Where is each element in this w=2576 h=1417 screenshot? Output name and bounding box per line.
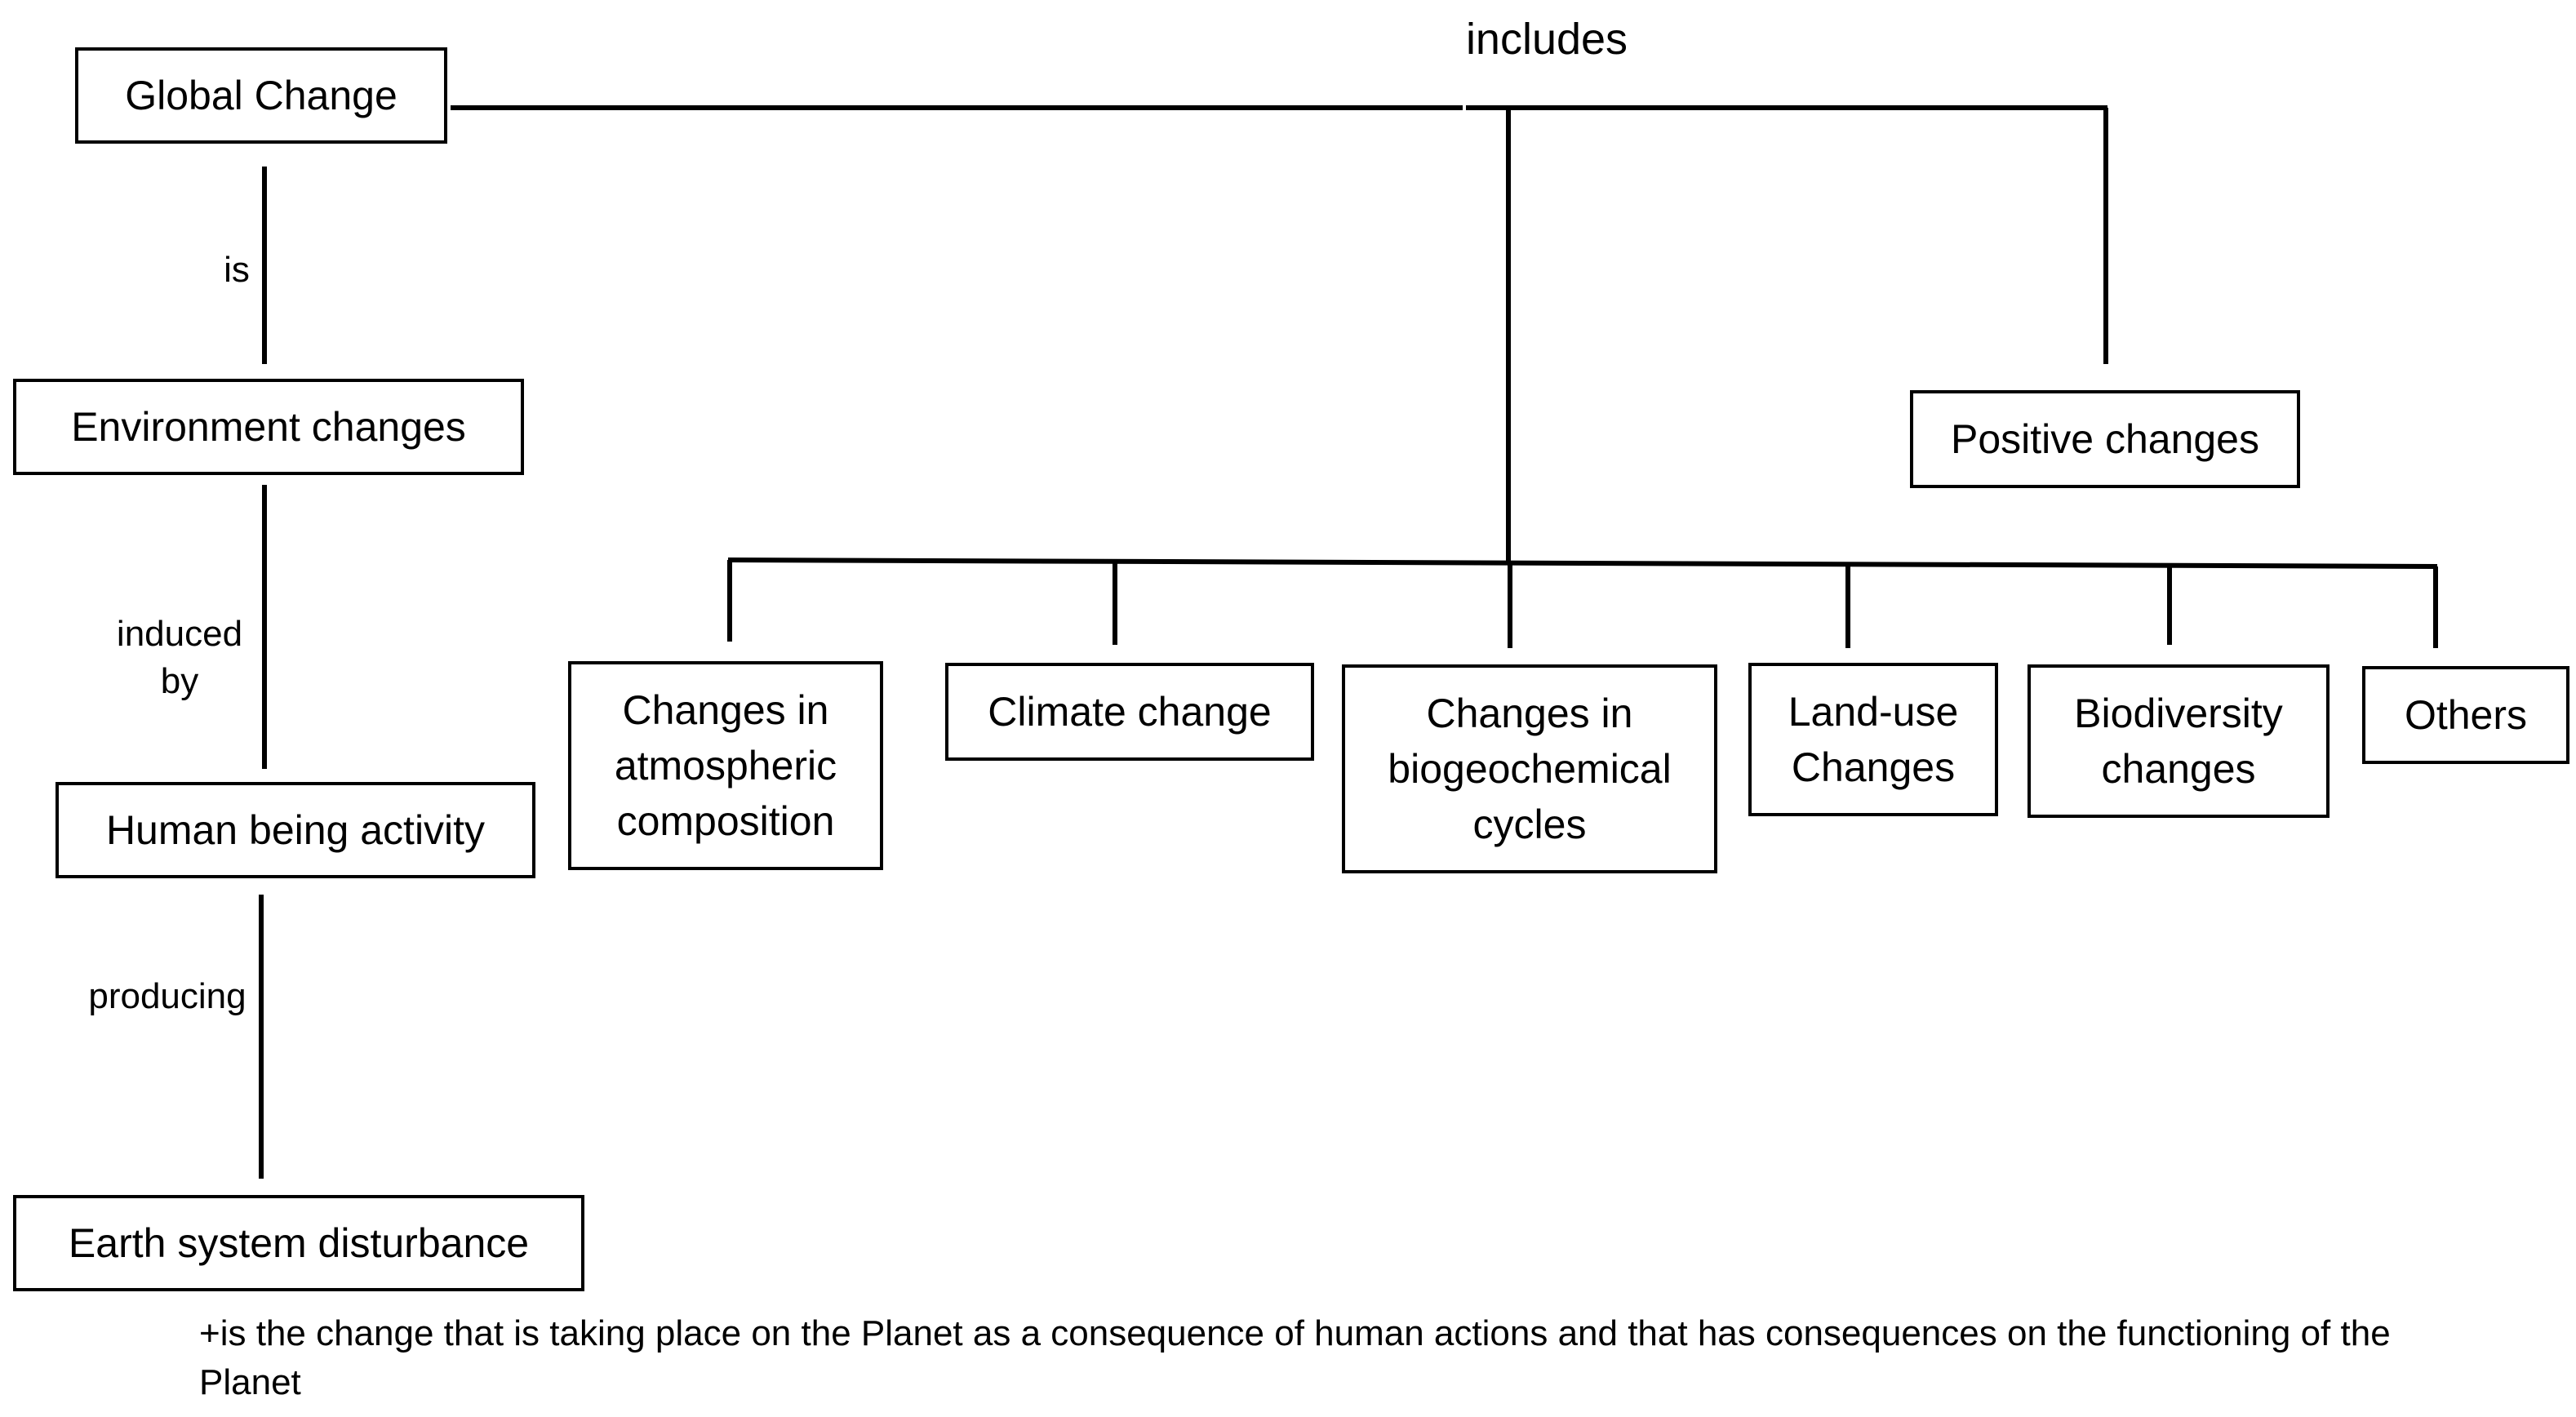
node-others: Others xyxy=(2362,666,2569,764)
edge-label-includes: includes xyxy=(1465,15,1628,64)
edge-label-is: is xyxy=(224,250,250,290)
node-earth-system-disturbance: Earth system disturbance xyxy=(13,1195,584,1291)
node-land-use-changes: Land-use Changes xyxy=(1748,663,1998,816)
node-global-change: Global Change xyxy=(75,47,447,144)
node-environment-changes: Environment changes xyxy=(13,379,524,475)
node-changes-in-atmospheric-composition: Changes in atmospheric composition xyxy=(568,661,883,870)
edge-label-producing: producing xyxy=(88,976,246,1016)
node-climate-change: Climate change xyxy=(945,663,1314,761)
node-positive-changes: Positive changes xyxy=(1910,390,2300,488)
node-biodiversity-changes: Biodiversity changes xyxy=(2027,664,2330,818)
node-human-being-activity: Human being activity xyxy=(56,782,535,878)
connector-category-bar xyxy=(727,557,2438,569)
footnote-definition: +is the change that is taking place on t… xyxy=(199,1313,2391,1402)
node-changes-in-biogeochemical-cycles: Changes in biogeochemical cycles xyxy=(1342,664,1717,873)
edge-label-induced-by: induced by xyxy=(116,614,243,701)
